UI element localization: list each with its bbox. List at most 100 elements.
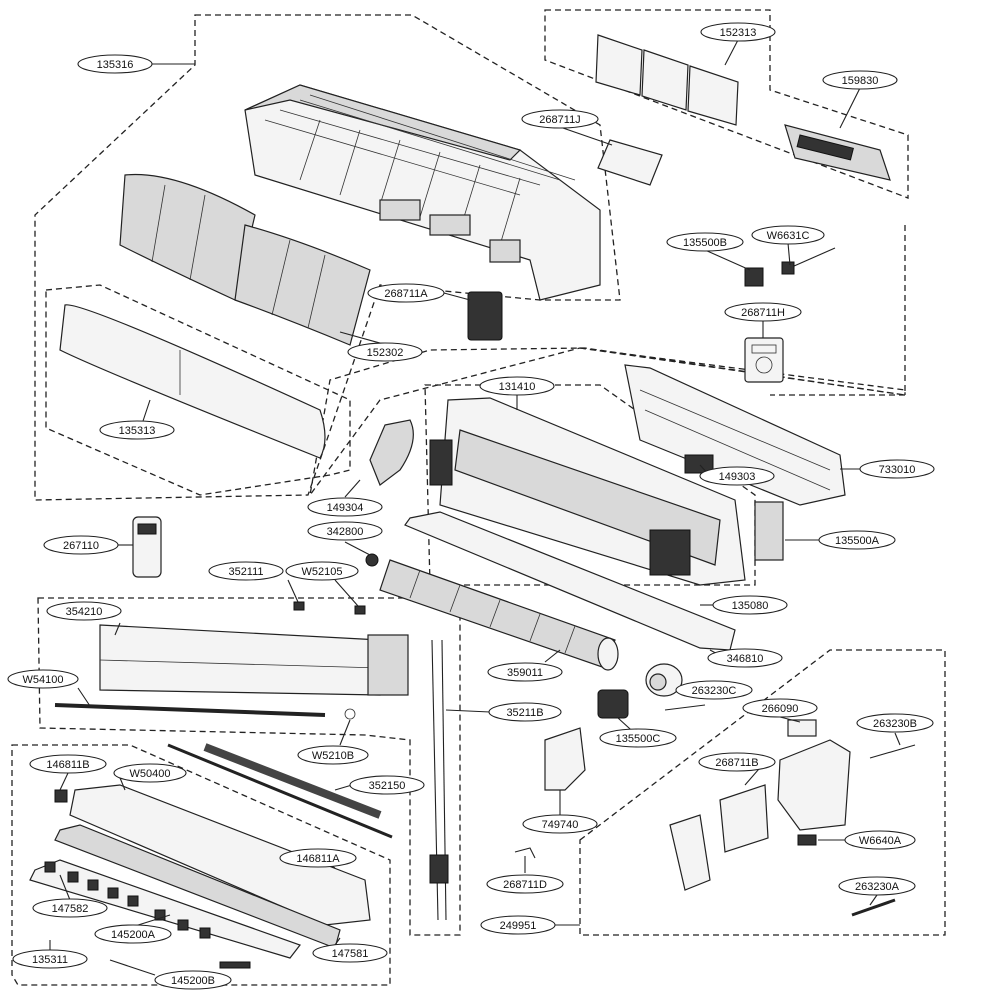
control-box (669, 739, 851, 891)
label-W52105: W52105 (285, 561, 359, 581)
label-268711D-text: 268711D (503, 879, 547, 891)
label-266090-text: 266090 (762, 703, 799, 715)
label-268711B-text: 268711B (715, 757, 758, 769)
label-135500B-text: 135500B (683, 237, 727, 249)
bracket-c (597, 689, 629, 719)
label-131410: 131410 (479, 376, 555, 396)
pcb-sheet (597, 139, 663, 186)
label-263230C: 263230C (675, 680, 753, 700)
label-W5210B: W5210B (297, 745, 369, 765)
label-159830-text: 159830 (842, 75, 879, 87)
label-159830: 159830 (822, 70, 898, 90)
front-panel (59, 304, 326, 459)
motor-bracket-left (369, 419, 414, 486)
label-135311-text: 135311 (32, 954, 68, 966)
label-263230B-text: 263230B (873, 718, 917, 730)
label-135313: 135313 (99, 420, 175, 440)
evaporator (99, 624, 409, 696)
clip-b (354, 605, 366, 615)
label-147581: 147581 (312, 943, 388, 963)
plasma-filter (784, 124, 891, 181)
room-sensor (869, 744, 916, 759)
label-268711B: 268711B (698, 752, 776, 772)
air-filters (119, 173, 371, 346)
label-352111: 352111 (208, 561, 284, 581)
label-733010-text: 733010 (879, 464, 916, 476)
label-749740: 749740 (522, 814, 598, 834)
label-149303: 149303 (699, 466, 775, 486)
label-135500A: 135500A (818, 530, 896, 550)
label-352150-text: 352150 (369, 780, 406, 792)
label-135316: 135316 (77, 54, 153, 74)
drain-hose (203, 743, 382, 819)
label-733010: 733010 (859, 459, 935, 479)
label-152302: 152302 (347, 342, 423, 362)
label-268711D: 268711D (486, 874, 564, 894)
label-W54100-text: W54100 (23, 674, 64, 686)
label-145200A: 145200A (94, 924, 172, 944)
label-346810-text: 346810 (727, 653, 764, 665)
label-149304: 149304 (307, 497, 383, 517)
label-135500A-text: 135500A (835, 535, 880, 547)
label-149303-text: 149303 (719, 471, 756, 483)
clip-a (293, 601, 305, 611)
label-W6640A-text: W6640A (859, 835, 902, 847)
label-354210-text: 354210 (66, 606, 103, 618)
label-263230A: 263230A (838, 876, 916, 896)
display-module (744, 337, 784, 383)
label-346810: 346810 (707, 648, 783, 668)
bearing (365, 553, 379, 567)
label-135316-text: 135316 (97, 59, 134, 71)
label-147581-text: 147581 (332, 948, 369, 960)
label-W50400-text: W50400 (130, 768, 171, 780)
label-145200A-text: 145200A (111, 929, 156, 941)
label-267110: 267110 (43, 535, 119, 555)
display-pcb (467, 291, 503, 341)
label-152313: 152313 (700, 22, 776, 42)
label-135080: 135080 (712, 595, 788, 615)
label-342800-text: 342800 (327, 526, 364, 538)
pipe-assembly (429, 639, 449, 921)
cross-flow-fan (379, 559, 619, 671)
label-266090: 266090 (742, 698, 818, 718)
label-147582: 147582 (32, 898, 108, 918)
label-268711J-text: 268711J (539, 114, 580, 126)
label-263230A-text: 263230A (855, 881, 900, 893)
label-W6631C-text: W6631C (767, 230, 810, 242)
label-131410-text: 131410 (499, 381, 536, 393)
label-359011: 359011 (487, 662, 563, 682)
label-35211B-text: 35211B (506, 707, 543, 719)
fan-motor (645, 663, 683, 697)
wire-connector (797, 834, 817, 846)
label-146811B-text: 146811B (46, 759, 89, 771)
link-bar (219, 961, 251, 969)
label-267110-text: 267110 (63, 540, 99, 552)
clamp (344, 708, 356, 720)
label-W50400: W50400 (113, 763, 187, 783)
label-749740-text: 749740 (542, 819, 579, 831)
label-135311: 135311 (12, 949, 88, 969)
label-145200B: 145200B (154, 970, 232, 990)
label-268711A-text: 268711A (384, 288, 428, 300)
front-frame (429, 397, 746, 586)
label-135500C-text: 135500C (616, 733, 661, 745)
label-268711J: 268711J (521, 109, 599, 129)
terminal-block (787, 719, 817, 737)
label-W52105-text: W52105 (302, 566, 343, 578)
label-268711H-text: 268711H (741, 307, 785, 319)
label-268711A: 268711A (367, 283, 445, 303)
label-359011-text: 359011 (507, 667, 543, 679)
label-147582-text: 147582 (52, 903, 89, 915)
drain-tube (54, 703, 326, 717)
filter-set (595, 34, 739, 126)
label-135080-text: 135080 (732, 600, 769, 612)
label-W6640A: W6640A (844, 830, 916, 850)
indoor-unit-chassis (244, 84, 601, 301)
bracket-b (744, 267, 764, 287)
label-149304-text: 149304 (327, 502, 364, 514)
label-249951-text: 249951 (500, 920, 537, 932)
label-352111-text: 352111 (228, 566, 263, 578)
label-152313-text: 152313 (720, 27, 757, 39)
label-135500B: 135500B (666, 232, 744, 252)
